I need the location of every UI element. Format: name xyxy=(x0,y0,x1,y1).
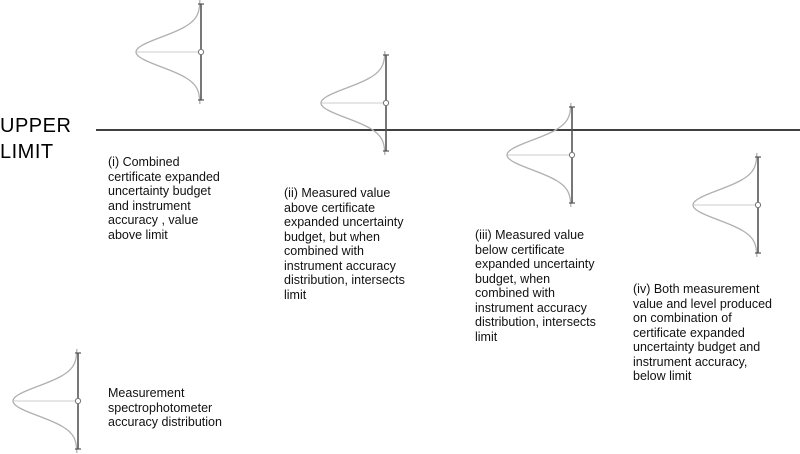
bell-curve xyxy=(12,348,78,454)
caption-line: on combination of xyxy=(633,311,732,325)
caption-line: below limit xyxy=(633,369,692,383)
measured-value-marker xyxy=(754,201,762,209)
caption-line: certificate expanded xyxy=(108,169,220,184)
caption-line: (iv) Both measurement xyxy=(633,282,760,296)
caption-line: uncertainty budget and xyxy=(633,340,761,354)
caption-line: expanded uncertainty xyxy=(284,215,404,229)
caption-line: distribution, intersects xyxy=(284,273,405,287)
distribution-ii xyxy=(320,50,390,156)
caption-line: budget, but when xyxy=(284,229,380,244)
limit-label-line: UPPER xyxy=(0,115,72,137)
caption-line: Measurement xyxy=(108,386,185,400)
caption-line: expanded uncertainty xyxy=(475,257,595,271)
caption-line: accuracy , value xyxy=(108,213,199,227)
caption-line: value and level produced xyxy=(633,296,772,311)
measured-value-marker xyxy=(568,151,576,159)
caption-line: above limit xyxy=(108,227,168,242)
caption-line: accuracy distribution xyxy=(108,415,222,429)
caption-line: instrument accuracy xyxy=(475,300,587,315)
caption-line: instrument accuracy, xyxy=(633,354,748,369)
distribution-i xyxy=(135,0,205,105)
measured-value-marker xyxy=(74,397,82,405)
limit-label-line: LIMIT xyxy=(0,141,54,163)
caption-line: uncertainty budget xyxy=(108,184,211,198)
caption-line: budget, when xyxy=(475,271,551,286)
distribution-instrument xyxy=(12,348,82,454)
caption-line: combined with xyxy=(284,244,364,258)
bell-curve xyxy=(692,152,758,258)
bell-curve xyxy=(506,102,572,208)
caption-line: (iii) Measured value xyxy=(475,228,585,242)
bell-curve xyxy=(320,50,386,156)
caption-line: limit xyxy=(284,287,307,302)
caption-line: certificate expanded xyxy=(633,325,745,340)
upper-limit-label: UPPER LIMIT xyxy=(0,113,71,165)
caption-line: above certificate xyxy=(284,200,376,215)
caption-line: (i) Combined xyxy=(108,155,180,169)
measured-value-marker xyxy=(382,99,390,107)
caption-line: distribution, intersects xyxy=(475,315,596,329)
caption-line: (ii) Measured value xyxy=(284,186,391,200)
distribution-iv xyxy=(692,152,762,258)
caption-line: combined with xyxy=(475,286,555,300)
measured-value-marker xyxy=(197,48,205,56)
caption-line: and instrument xyxy=(108,198,191,213)
caption-line: below certificate xyxy=(475,242,565,257)
caption-line: spectrophotometer xyxy=(108,400,213,415)
bell-curve xyxy=(135,0,201,105)
distribution-iii xyxy=(506,102,576,208)
caption-line: instrument accuracy xyxy=(284,258,396,273)
caption-line: limit xyxy=(475,329,498,344)
